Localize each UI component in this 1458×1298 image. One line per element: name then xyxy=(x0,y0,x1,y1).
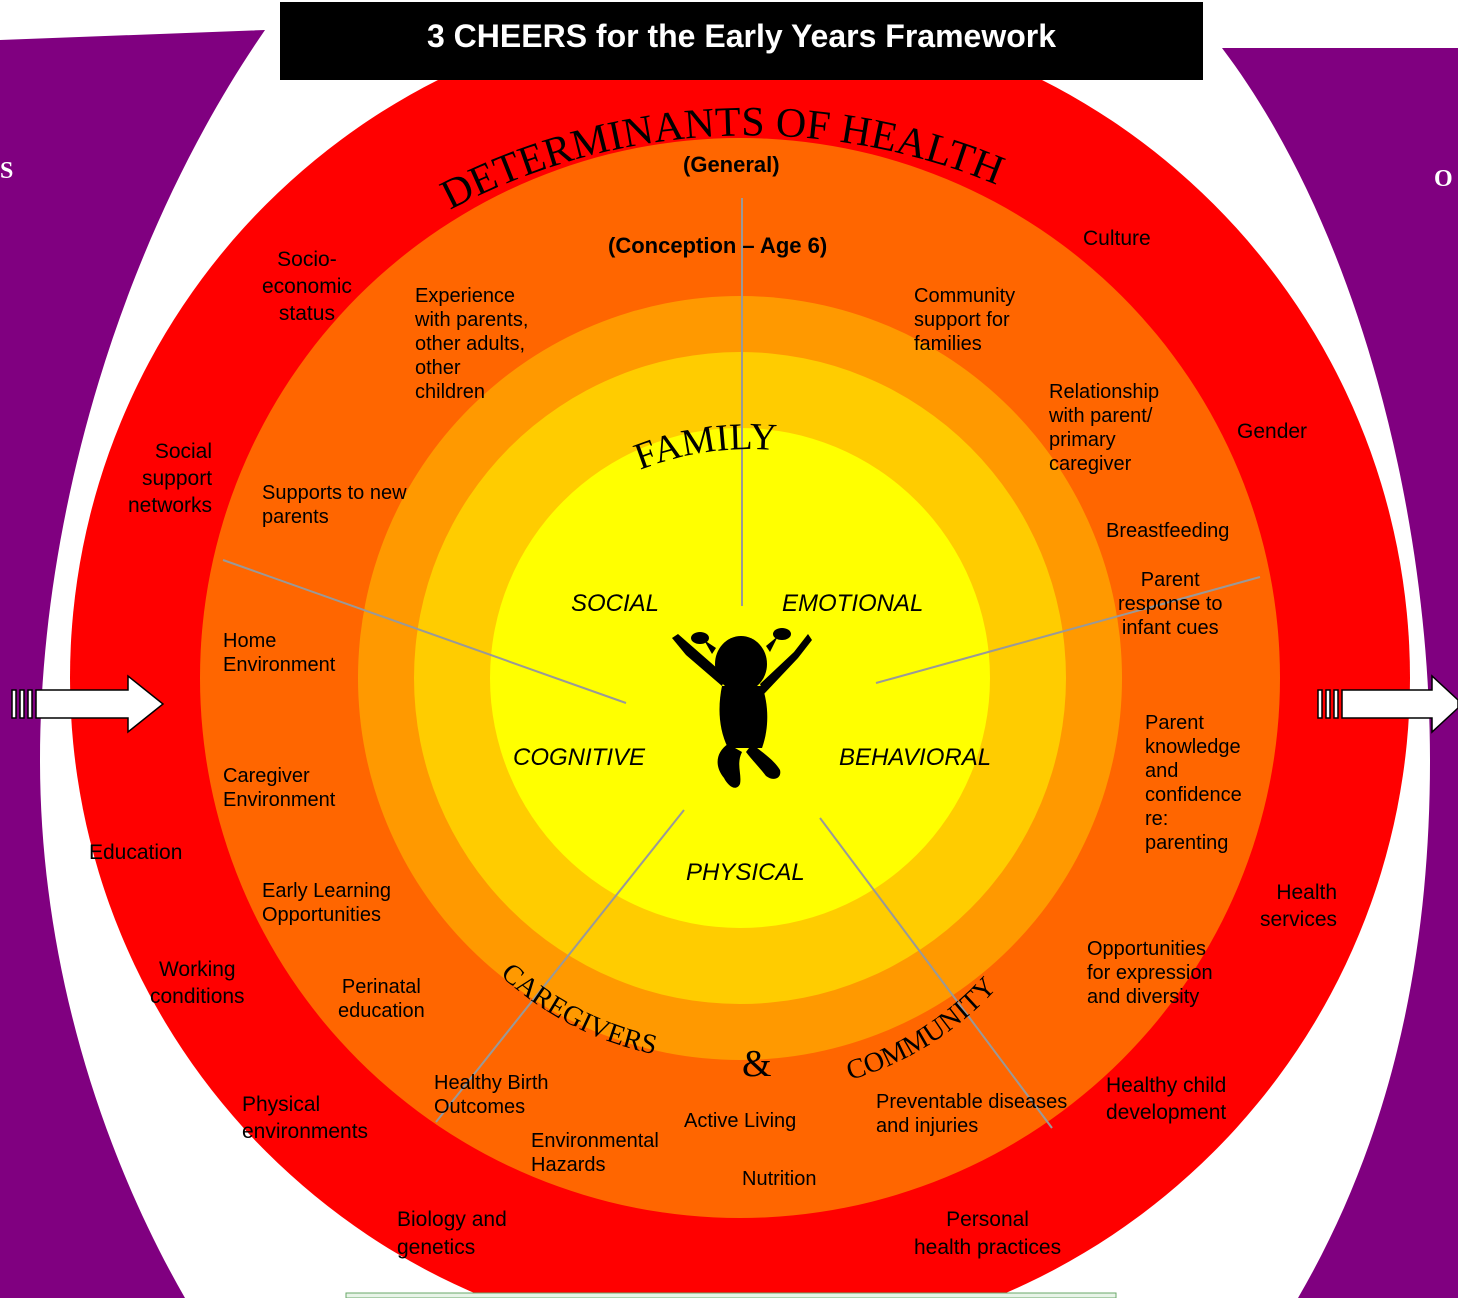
page-title: 3 CHEERS for the Early Years Framework xyxy=(280,2,1203,80)
label-nutrition: Nutrition xyxy=(742,1168,817,1190)
label-active-living: Active Living xyxy=(684,1110,797,1132)
bottom-box xyxy=(345,1292,1117,1298)
domain-physical: PHYSICAL xyxy=(686,859,805,886)
label-working-conditions: Working conditions xyxy=(150,958,245,1008)
label-parent-knowledge: Parent knowledge and confidence re: pare… xyxy=(1145,712,1242,854)
label-supports-new-parents: Supports to new parents xyxy=(262,482,407,528)
general-header: (General) xyxy=(683,152,780,177)
label-culture: Culture xyxy=(1083,227,1151,250)
left-side-text: S xyxy=(0,158,14,184)
ampersand: & xyxy=(742,1043,772,1085)
label-physical-environments: Physical environments xyxy=(242,1093,369,1143)
label-home-environment: Home Environment xyxy=(223,630,336,676)
label-social-support: Social support networks xyxy=(128,440,213,517)
domain-behavioral: BEHAVIORAL xyxy=(839,744,992,771)
label-biology: Biology and genetics xyxy=(397,1208,507,1259)
right-side-text: O xyxy=(1434,166,1453,192)
spoke-right xyxy=(875,576,1261,684)
label-healthy-birth: Healthy Birth Outcomes xyxy=(434,1072,549,1118)
domain-cognitive: COGNITIVE xyxy=(513,744,646,771)
jumping-child-icon xyxy=(672,628,812,788)
label-early-learning: Early Learning Opportunities xyxy=(262,880,391,926)
label-breastfeeding: Breastfeeding xyxy=(1106,520,1230,542)
label-experience: Experience with parents, other adults, o… xyxy=(415,285,529,403)
label-perinatal: Perinatal education xyxy=(338,976,425,1022)
label-health-services: Health services xyxy=(1260,881,1338,931)
spoke-bottom-right xyxy=(819,817,1053,1129)
right-arrow-icon xyxy=(1317,674,1458,734)
domain-emotional: EMOTIONAL xyxy=(782,590,924,617)
label-community-support: Community support for families xyxy=(914,285,1016,355)
domain-social: SOCIAL xyxy=(571,590,660,617)
label-preventable: Preventable diseases and injuries xyxy=(876,1091,1068,1137)
label-relationship: Relationship with parent/ primary caregi… xyxy=(1049,381,1160,475)
label-healthy-child: Healthy child development xyxy=(1106,1074,1227,1124)
label-parent-response: Parent response to infant cues xyxy=(1118,569,1223,639)
label-education: Education xyxy=(89,841,183,864)
spoke-bottom-left xyxy=(435,809,685,1123)
age-header: (Conception – Age 6) xyxy=(608,233,828,258)
label-personal-health: Personal health practices xyxy=(914,1208,1062,1259)
label-socio-economic: Socio- economic status xyxy=(262,248,352,325)
spoke-left xyxy=(222,559,627,704)
right-side-panel xyxy=(1222,48,1458,1298)
label-caregiver-environment: Caregiver Environment xyxy=(223,765,336,811)
label-environmental-hazards: Environmental Hazards xyxy=(531,1130,659,1176)
left-arrow-icon xyxy=(11,674,165,734)
left-side-panel xyxy=(0,30,265,1298)
label-gender: Gender xyxy=(1237,420,1308,443)
label-opportunities-expression: Opportunities for expression and diversi… xyxy=(1087,938,1213,1008)
